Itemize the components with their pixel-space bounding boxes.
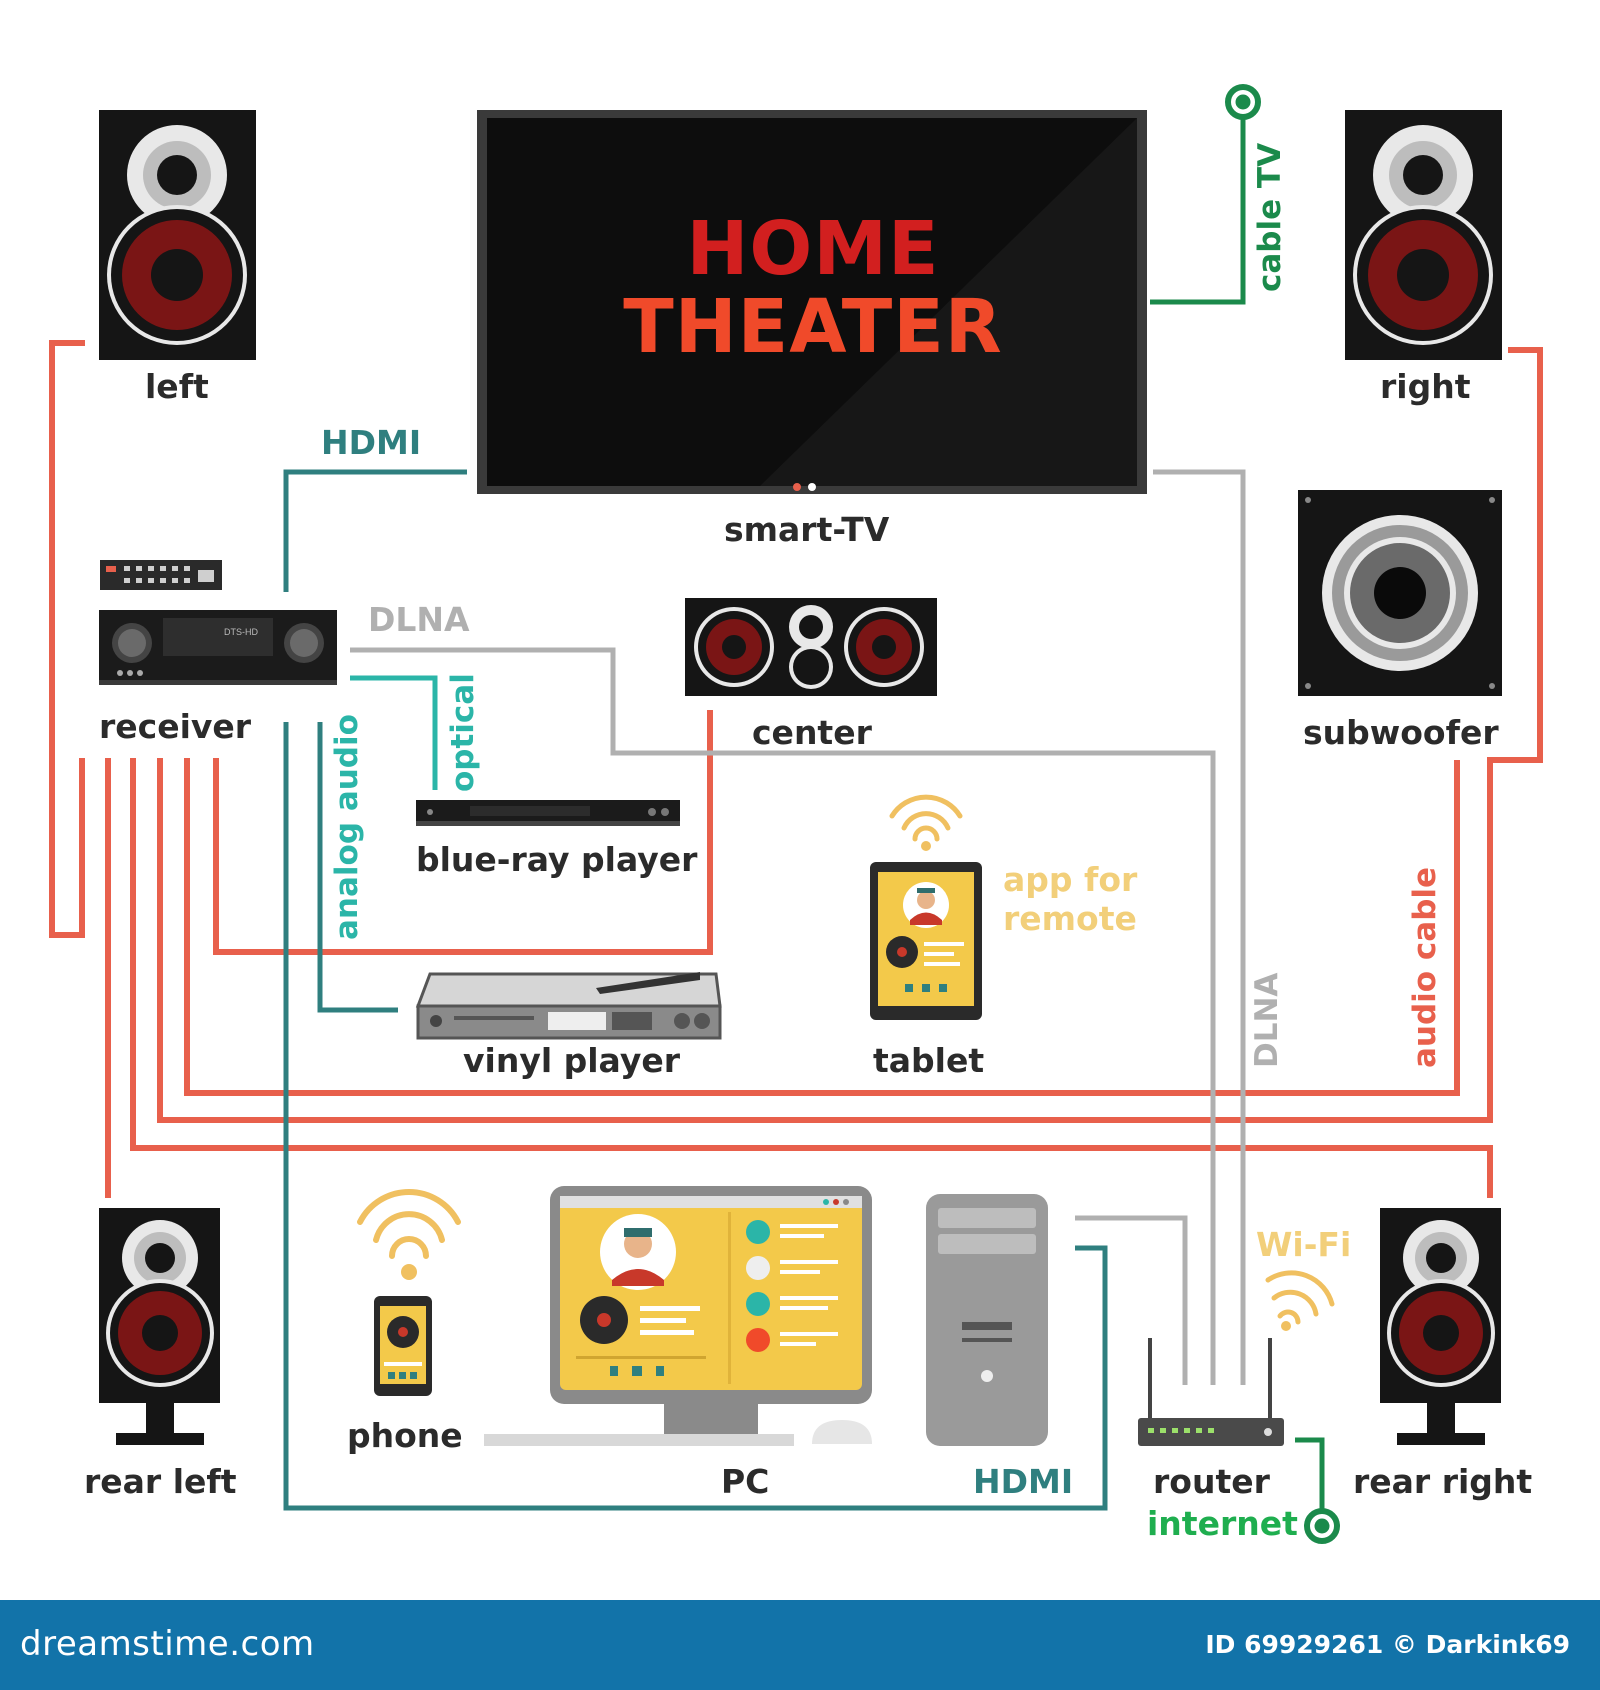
bluray-player-icon bbox=[416, 800, 680, 826]
app-for-remote-line1: app for bbox=[1003, 860, 1138, 899]
receiver-label: receiver bbox=[99, 707, 252, 746]
speaker-rear-left-icon bbox=[99, 1208, 220, 1445]
speaker-center-icon bbox=[685, 598, 937, 696]
receiver-display-text: DTS-HD bbox=[224, 627, 258, 637]
vinyl-player-icon bbox=[415, 972, 722, 1040]
speaker-rear-left-label: rear left bbox=[84, 1462, 237, 1501]
cable-rear-right bbox=[130, 758, 1493, 1198]
dlna-side-label: DLNA bbox=[1249, 972, 1285, 1068]
phone-icon bbox=[374, 1296, 432, 1396]
remote-control-icon bbox=[100, 560, 222, 590]
wifi-icon-tablet bbox=[889, 794, 963, 851]
internet-line bbox=[1295, 1437, 1325, 1510]
speaker-rear-right-label: rear right bbox=[1353, 1462, 1533, 1501]
cable-left-speaker bbox=[49, 340, 85, 938]
router-label: router bbox=[1153, 1462, 1270, 1501]
audio-cable-label: audio cable bbox=[1407, 866, 1443, 1068]
phone-label: phone bbox=[347, 1416, 463, 1455]
cable-hdmi-tv bbox=[283, 469, 467, 592]
cable-analog-audio bbox=[317, 722, 398, 1013]
tablet-icon bbox=[870, 862, 982, 1020]
hdmi-bottom-label: HDMI bbox=[973, 1462, 1074, 1501]
tv-label: smart-TV bbox=[724, 510, 890, 549]
cable-tv-line bbox=[1150, 84, 1340, 1544]
speaker-left-label: left bbox=[145, 367, 209, 406]
audio-cables bbox=[49, 340, 1543, 1198]
cable-right-speaker bbox=[157, 347, 1543, 1123]
app-for-remote-line2: remote bbox=[1003, 899, 1137, 938]
cable-dlna-pc bbox=[1075, 1215, 1188, 1385]
footer-bar: dreamstime.com ID 69929261 © Darkink69 bbox=[0, 1600, 1600, 1690]
cable-dlna-receiver bbox=[350, 647, 1216, 1385]
speaker-center-label: center bbox=[752, 713, 872, 752]
subwoofer-icon bbox=[1298, 490, 1502, 696]
vinyl-label: vinyl player bbox=[463, 1041, 680, 1080]
wifi-icon-phone bbox=[357, 1188, 461, 1280]
tv-title-line1: HOME bbox=[686, 206, 940, 292]
footer-brand[interactable]: dreamstime.com bbox=[20, 1624, 315, 1664]
dlna-cables bbox=[350, 469, 1246, 1385]
internet-label: internet bbox=[1147, 1504, 1298, 1543]
pc-monitor-icon bbox=[484, 1186, 872, 1446]
footer-credit: ID 69929261 © Darkink69 bbox=[1205, 1630, 1570, 1659]
speaker-left-icon bbox=[99, 110, 256, 360]
speaker-right-icon bbox=[1345, 110, 1502, 360]
smart-tv bbox=[477, 110, 1147, 494]
tablet-label: tablet bbox=[873, 1041, 985, 1080]
cable-tv-label: cable TV bbox=[1252, 142, 1288, 292]
router-icon bbox=[1138, 1338, 1284, 1446]
receiver-icon bbox=[99, 610, 337, 685]
pc-label: PC bbox=[721, 1462, 770, 1501]
optical-cable bbox=[350, 675, 438, 790]
optical-label: optical bbox=[445, 673, 481, 792]
dlna-top-label: DLNA bbox=[368, 600, 470, 639]
speaker-right-label: right bbox=[1380, 367, 1471, 406]
diagram-canvas bbox=[49, 84, 1543, 1544]
subwoofer-label: subwoofer bbox=[1303, 713, 1499, 752]
speaker-rear-right-icon bbox=[1380, 1208, 1501, 1445]
wifi-label: Wi-Fi bbox=[1256, 1225, 1352, 1264]
wifi-icon-router bbox=[1265, 1270, 1335, 1331]
home-theater-diagram: HOME THEATER left right smart-TV receive… bbox=[49, 84, 1543, 1544]
cable-hdmi-pc bbox=[283, 722, 1108, 1511]
tv-title-line2: THEATER bbox=[623, 284, 1003, 370]
pc-tower-icon bbox=[926, 1194, 1048, 1446]
hdmi-top-label: HDMI bbox=[321, 423, 422, 462]
bluray-label: blue-ray player bbox=[416, 840, 698, 879]
cable-dlna-tv bbox=[1153, 469, 1246, 1385]
cable-center bbox=[213, 710, 713, 955]
cable-subwoofer bbox=[184, 758, 1460, 1096]
hdmi-cables bbox=[283, 469, 1108, 1511]
analog-audio-label: analog audio bbox=[329, 714, 365, 940]
